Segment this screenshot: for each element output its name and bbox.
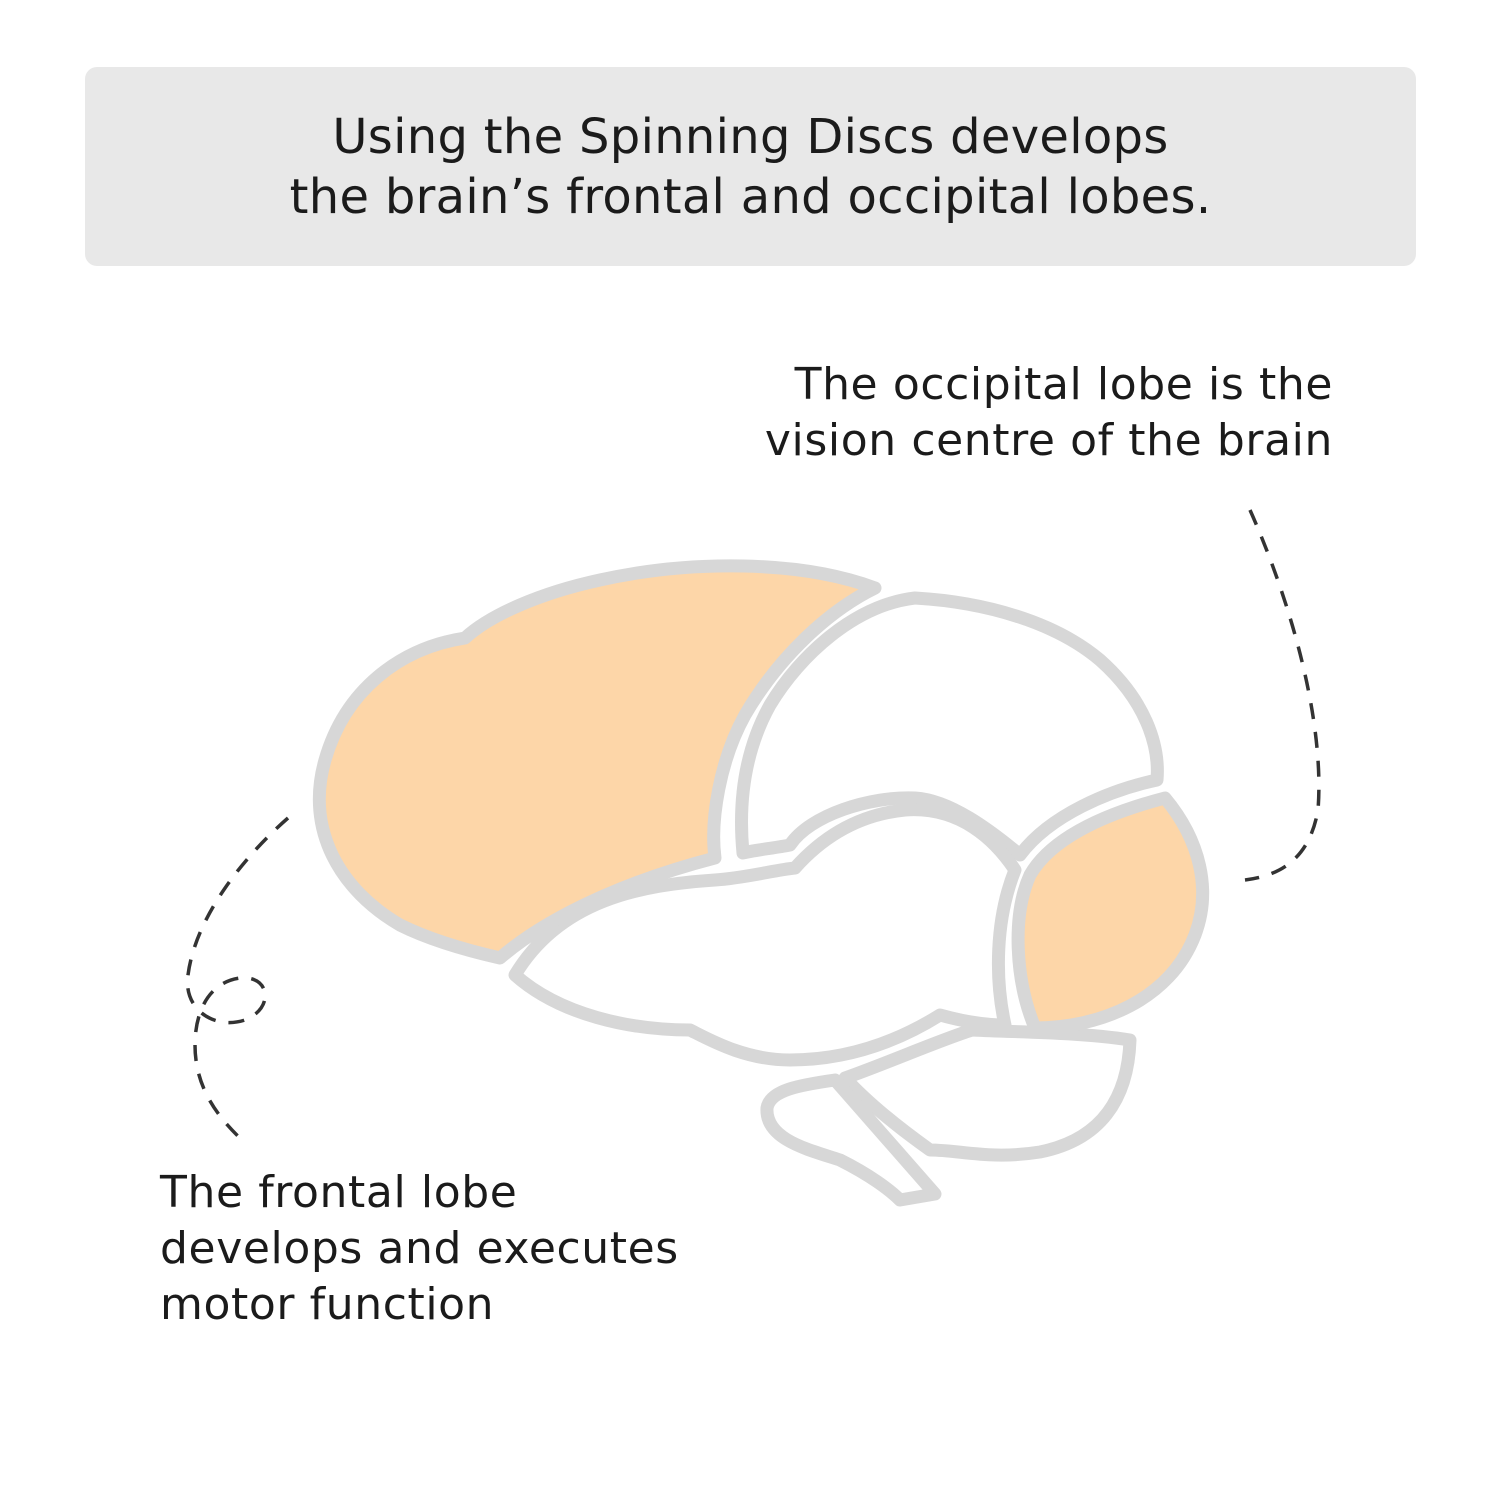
occipital-lobe bbox=[1011, 791, 1210, 1035]
frontal-lobe-caption: The frontal lobe develops and executes m… bbox=[160, 1165, 679, 1333]
cerebellum bbox=[838, 1023, 1137, 1162]
header-banner: Using the Spinning Discs develops the br… bbox=[85, 67, 1416, 266]
frontal-caption-line-3: motor function bbox=[160, 1279, 495, 1330]
brainstem bbox=[760, 1073, 942, 1207]
header-line-2: the brain’s frontal and occipital lobes. bbox=[289, 168, 1212, 225]
frontal-caption-line-2: develops and executes bbox=[160, 1223, 679, 1274]
parietal-lobe bbox=[735, 591, 1164, 862]
occipital-leader-line bbox=[1244, 509, 1321, 882]
header-line-1: Using the Spinning Discs develops bbox=[332, 108, 1169, 165]
occipital-caption-line-1: The occipital lobe is the bbox=[794, 359, 1333, 410]
brain-outline-group bbox=[508, 591, 1164, 1207]
frontal-lobe bbox=[312, 559, 882, 965]
occipital-caption-line-2: vision centre of the brain bbox=[764, 415, 1333, 466]
frontal-caption-line-1: The frontal lobe bbox=[160, 1167, 518, 1218]
occipital-lobe-caption: The occipital lobe is the vision centre … bbox=[765, 357, 1333, 469]
temporal-lobe bbox=[508, 803, 1022, 1067]
frontal-leader-line bbox=[185, 816, 290, 1142]
